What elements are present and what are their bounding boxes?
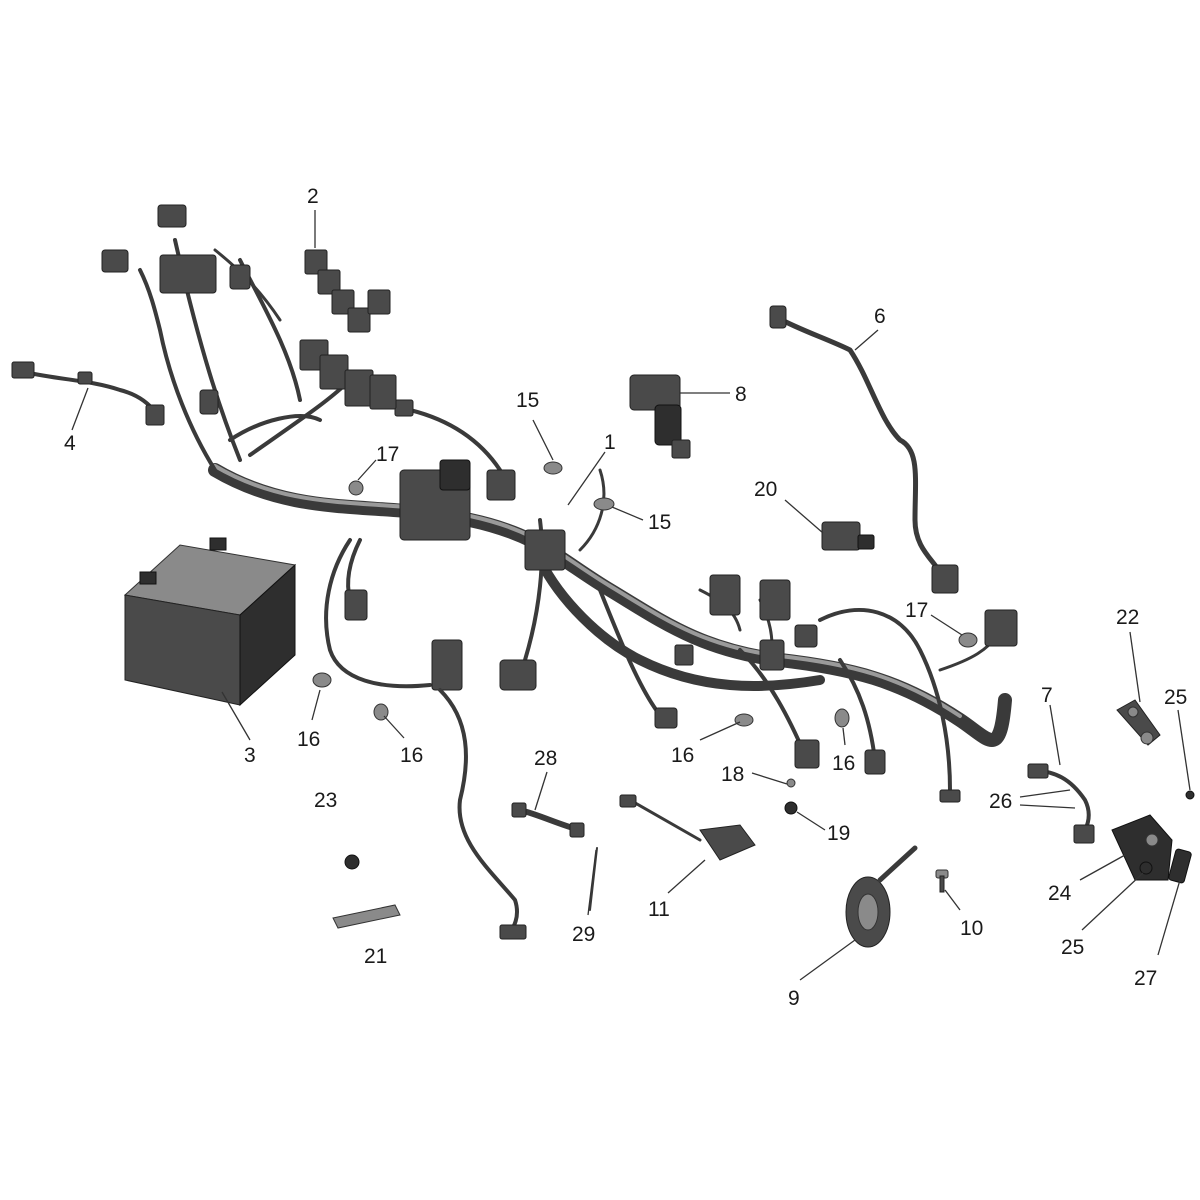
- callout-15-right: 15: [648, 511, 671, 534]
- callout-16-b: 16: [400, 744, 423, 767]
- callout-21: 21: [364, 945, 387, 968]
- callout-2: 2: [307, 185, 319, 208]
- callout-8: 8: [735, 383, 747, 406]
- callout-10: 10: [960, 917, 983, 940]
- callout-29: 29: [572, 923, 595, 946]
- sub-harness-left: [11, 361, 165, 426]
- cable-28: [511, 802, 585, 838]
- callout-17-right: 17: [905, 599, 928, 622]
- callout-labels: 2 6 8 4 15 1 17 15 20 17 22 25 3 16 16 1…: [64, 185, 1187, 1010]
- battery: [123, 537, 297, 707]
- callout-7: 7: [1041, 684, 1053, 707]
- callout-16-c: 16: [671, 744, 694, 767]
- callout-27: 27: [1134, 967, 1157, 990]
- callout-19: 19: [827, 822, 850, 845]
- nut-23: [344, 854, 360, 870]
- callout-18: 18: [721, 763, 744, 786]
- clips: [312, 461, 978, 728]
- callout-15-top: 15: [516, 389, 539, 412]
- callout-3: 3: [244, 744, 256, 767]
- module-27: [1168, 848, 1192, 884]
- sensor-11: [619, 794, 756, 861]
- callout-24: 24: [1048, 882, 1072, 905]
- bolt-10: [935, 869, 949, 893]
- callout-4: 4: [64, 432, 76, 455]
- callout-28: 28: [534, 747, 557, 770]
- leader-lines: [71, 210, 1191, 981]
- nut-25: [1139, 861, 1153, 875]
- strap-21: [332, 904, 401, 929]
- callout-17-left: 17: [376, 443, 399, 466]
- callout-1: 1: [604, 431, 616, 454]
- callout-26: 26: [989, 790, 1012, 813]
- solenoid-8: [629, 374, 691, 459]
- bracket-24: [1111, 814, 1173, 881]
- sensor-7: [1027, 763, 1095, 844]
- callout-25-bottom: 25: [1061, 936, 1084, 959]
- screw-25: [1185, 790, 1195, 800]
- callout-11: 11: [648, 898, 670, 921]
- main-wiring-harness: [101, 204, 1018, 803]
- callout-16-a: 16: [297, 728, 320, 751]
- cable-6: [769, 305, 959, 594]
- nut-19: [784, 801, 798, 815]
- callout-22: 22: [1116, 606, 1139, 629]
- connector-lower: [499, 924, 527, 940]
- pin-29: [589, 847, 598, 911]
- callout-25-top: 25: [1164, 686, 1187, 709]
- relay-20: [821, 521, 875, 551]
- horn-9: [845, 845, 918, 948]
- callout-23: 23: [314, 789, 337, 812]
- washer-18: [786, 778, 796, 788]
- cable-lower: [438, 688, 519, 937]
- callout-9: 9: [788, 987, 800, 1010]
- callout-6: 6: [874, 305, 886, 328]
- callout-16-d: 16: [832, 752, 855, 775]
- bracket-22: [1116, 699, 1161, 746]
- callout-20: 20: [754, 478, 777, 501]
- relay-set: [299, 249, 397, 410]
